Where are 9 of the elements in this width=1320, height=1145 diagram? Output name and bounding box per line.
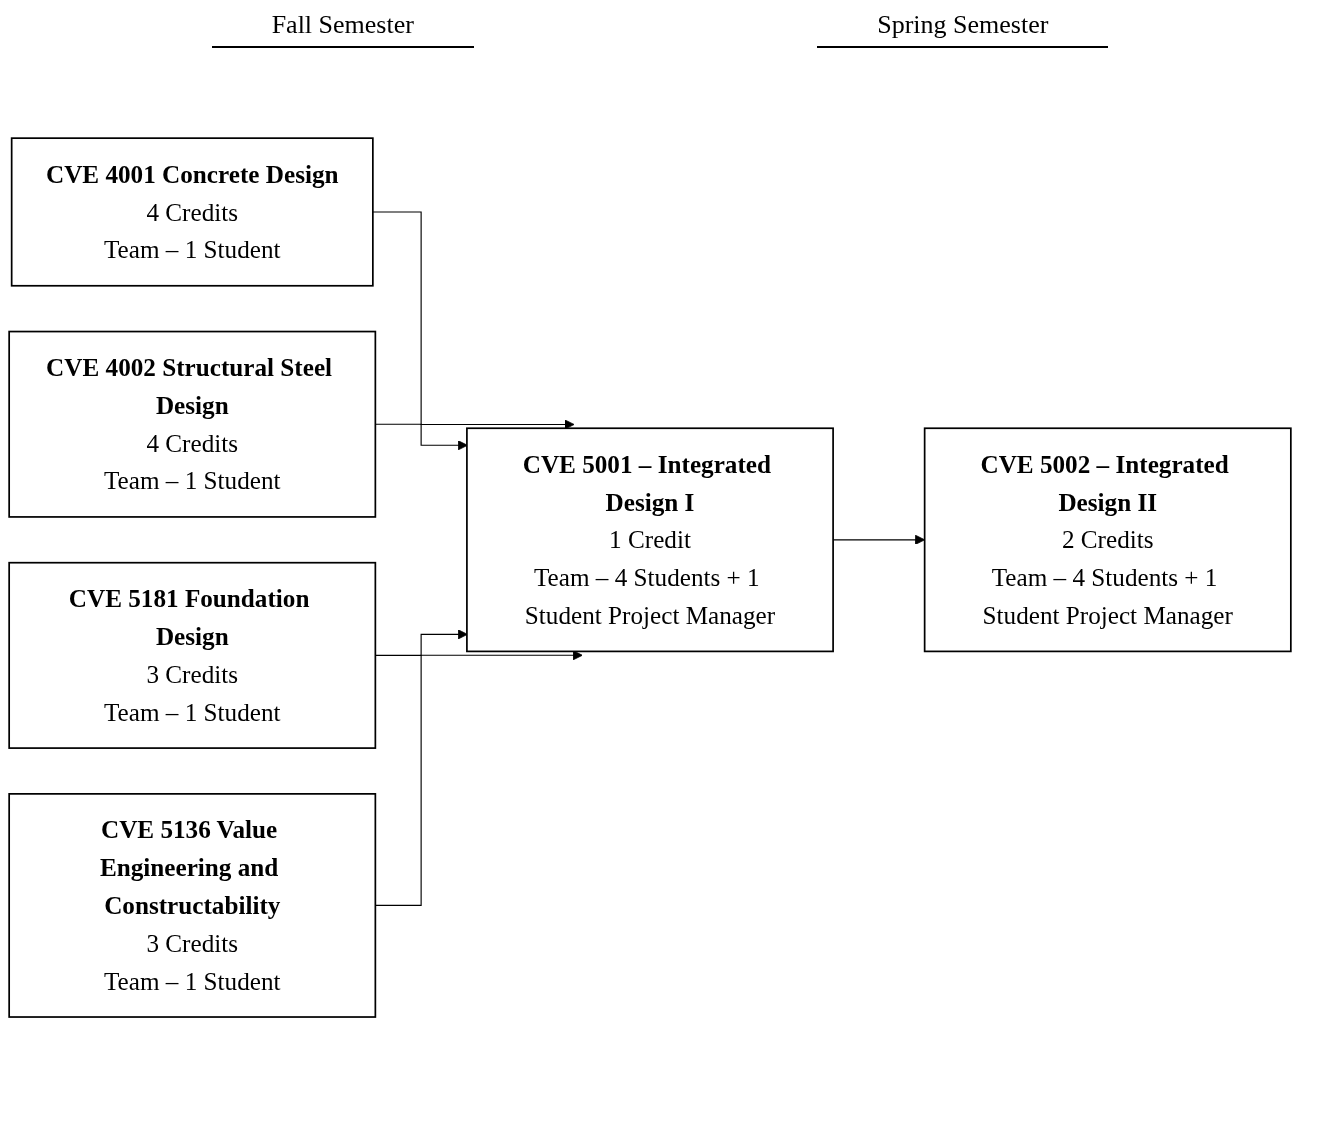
node-box: CVE 5181 Foundation Design 3 Credits Team – 1 Student (8, 562, 377, 750)
semester-heading: Fall Semester (211, 10, 474, 48)
node-box: CVE 5001 – Integrated Design I 1 Credit Team – 4 Students + 1 Student Project Manager (466, 427, 834, 653)
semester-heading: Spring Semester (817, 10, 1109, 48)
node-box: CVE 4002 Structural Steel Design 4 Credits Team – 1 Student (8, 331, 377, 519)
node-box: CVE 4001 Concrete Design 4 Credits Team – 1 Student (10, 137, 374, 288)
node-box: CVE 5002 – Integrated Design II 2 Credits Team – 4 Students + 1 Student Project Manager (923, 427, 1292, 653)
arrow (372, 211, 575, 430)
node-box: CVE 5136 Value Engineering and Constructability 3 Credits Team – 1 Student (8, 793, 377, 1019)
